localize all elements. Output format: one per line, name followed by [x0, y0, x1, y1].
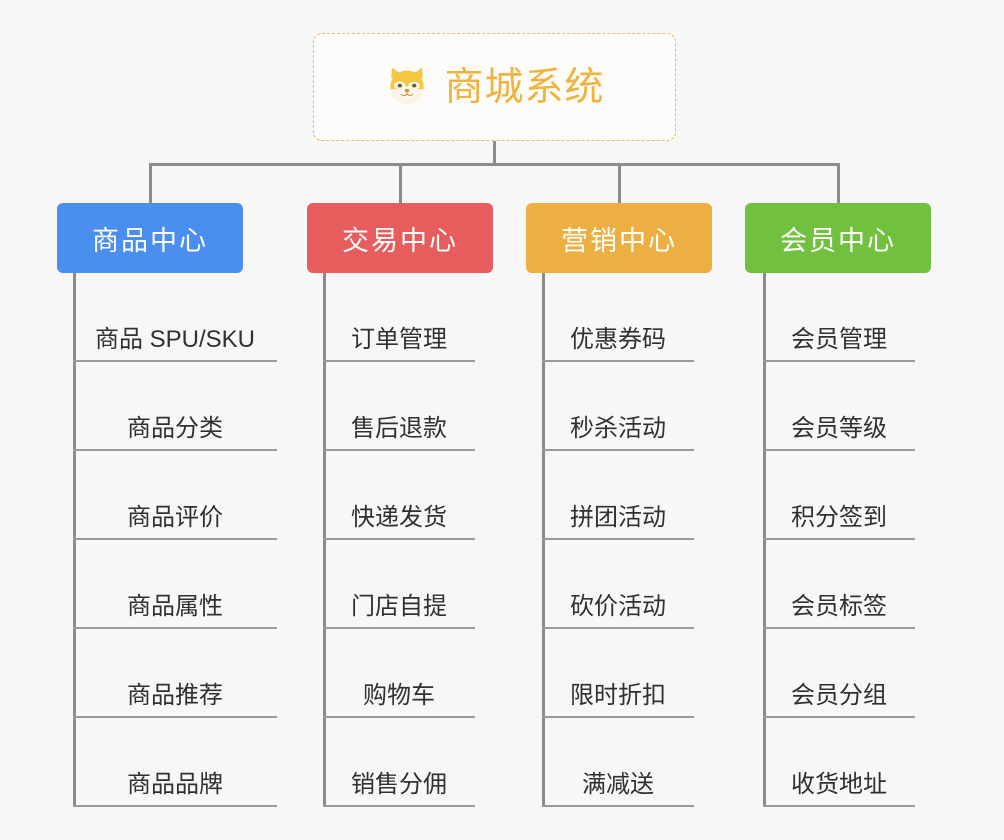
column-trade-center: 交易中心订单管理售后退款快递发货门店自提购物车销售分佣 [307, 203, 493, 807]
root-title: 商城系统 [444, 65, 605, 109]
connector-trunk-member-center [763, 273, 766, 807]
connector-root-stem [493, 141, 496, 166]
leaf-item[interactable]: 商品评价 [73, 451, 277, 540]
leaf-item[interactable]: 商品品牌 [73, 718, 277, 807]
leaf-item[interactable]: 购物车 [323, 629, 475, 718]
leaf-item[interactable]: 限时折扣 [542, 629, 694, 718]
leaf-item[interactable]: 积分签到 [763, 451, 915, 540]
shiba-dog-icon [384, 64, 430, 110]
leaf-item[interactable]: 商品 SPU/SKU [73, 273, 277, 362]
column-member-center: 会员中心会员管理会员等级积分签到会员标签会员分组收货地址 [745, 203, 931, 807]
connector-drop-trade-center [399, 163, 402, 204]
leaf-item[interactable]: 砍价活动 [542, 540, 694, 629]
leaf-item[interactable]: 商品推荐 [73, 629, 277, 718]
category-header-member-center[interactable]: 会员中心 [745, 203, 931, 273]
leaf-item[interactable]: 满减送 [542, 718, 694, 807]
category-header-product-center[interactable]: 商品中心 [57, 203, 243, 273]
leaf-item[interactable]: 秒杀活动 [542, 362, 694, 451]
leaf-item[interactable]: 快递发货 [323, 451, 475, 540]
leaf-list-marketing-center: 优惠券码秒杀活动拼团活动砍价活动限时折扣满减送 [526, 273, 712, 807]
leaf-list-member-center: 会员管理会员等级积分签到会员标签会员分组收货地址 [745, 273, 931, 807]
leaf-item[interactable]: 拼团活动 [542, 451, 694, 540]
leaf-item[interactable]: 会员等级 [763, 362, 915, 451]
leaf-item[interactable]: 优惠券码 [542, 273, 694, 362]
leaf-item[interactable]: 订单管理 [323, 273, 475, 362]
leaf-item[interactable]: 门店自提 [323, 540, 475, 629]
category-header-marketing-center[interactable]: 营销中心 [526, 203, 712, 273]
leaf-item[interactable]: 会员分组 [763, 629, 915, 718]
category-header-trade-center[interactable]: 交易中心 [307, 203, 493, 273]
leaf-item[interactable]: 销售分佣 [323, 718, 475, 807]
leaf-item[interactable]: 商品分类 [73, 362, 277, 451]
connector-drop-member-center [837, 163, 840, 204]
connector-trunk-trade-center [323, 273, 326, 807]
leaf-item[interactable]: 售后退款 [323, 362, 475, 451]
leaf-item[interactable]: 会员管理 [763, 273, 915, 362]
leaf-item[interactable]: 会员标签 [763, 540, 915, 629]
leaf-item[interactable]: 商品属性 [73, 540, 277, 629]
connector-drop-marketing-center [618, 163, 621, 204]
connector-drop-product-center [149, 163, 152, 204]
leaf-item[interactable]: 收货地址 [763, 718, 915, 807]
connector-trunk-marketing-center [542, 273, 545, 807]
root-node-shop-system[interactable]: 商城系统 [313, 33, 676, 141]
leaf-list-trade-center: 订单管理售后退款快递发货门店自提购物车销售分佣 [307, 273, 493, 807]
connector-trunk-product-center [73, 273, 76, 807]
column-marketing-center: 营销中心优惠券码秒杀活动拼团活动砍价活动限时折扣满减送 [526, 203, 712, 807]
connector-horizontal-bus [149, 163, 840, 166]
